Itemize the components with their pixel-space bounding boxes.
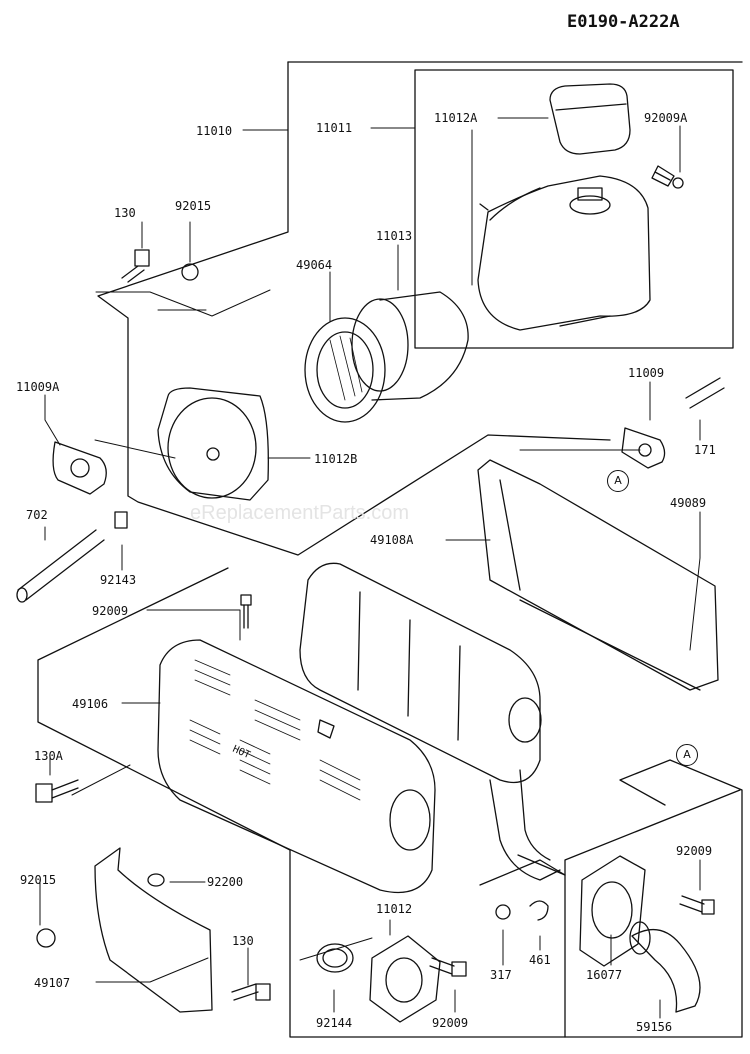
label-11009A: 11009A [16, 380, 60, 394]
part-air-cleaner-cap [549, 83, 631, 155]
leader-lines [39, 117, 701, 1019]
assembly-outline-11011 [414, 69, 734, 349]
label-16077: 16077 [586, 968, 623, 982]
label-130A: 130A [34, 749, 63, 763]
part-heat-shield-49089 [477, 459, 719, 691]
label-49106: 49106 [72, 697, 109, 711]
part-air-filter-element [351, 291, 469, 401]
label-11011: 11011 [316, 121, 353, 135]
label-92143: 92143 [100, 573, 137, 587]
part-nut-317 [495, 904, 511, 920]
label-92009-right: 92009 [676, 844, 713, 858]
label-11012: 11012 [376, 902, 413, 916]
part-pre-cleaner [304, 317, 386, 423]
label-11012A: 11012A [434, 111, 478, 125]
label-130-top: 130 [114, 206, 136, 220]
label-92009-bottom: 92009 [432, 1016, 469, 1030]
label-171: 171 [694, 443, 716, 457]
label-49107: 49107 [34, 976, 71, 990]
label-49089: 49089 [670, 496, 707, 510]
part-cover-49107 [94, 847, 213, 1013]
part-bolt-130-top [121, 249, 150, 283]
part-ring-461 [529, 900, 549, 921]
label-92009A: 92009A [644, 111, 688, 125]
label-49108A: 49108A [370, 533, 414, 547]
watermark: eReplacementParts.com [190, 502, 409, 524]
callout-a-upper: A [607, 470, 629, 492]
callout-a-lower: A [676, 744, 698, 766]
label-317: 317 [490, 968, 512, 982]
diagram-id: E0190-A222A [567, 12, 680, 32]
label-11013: 11013 [376, 229, 413, 243]
label-59156: 59156 [636, 1020, 673, 1034]
assembly-outline-11010 [97, 61, 743, 556]
label-11010: 11010 [196, 124, 233, 138]
label-702: 702 [26, 508, 48, 522]
label-461: 461 [529, 953, 551, 967]
part-bolt-130-bottom [231, 983, 271, 1001]
part-bolt-92009-top [240, 594, 252, 629]
part-spark-arrester [579, 855, 646, 967]
label-92009-mid: 92009 [92, 604, 129, 618]
part-elbow-pipe [629, 921, 701, 1013]
label-92200: 92200 [207, 875, 244, 889]
label-11012B: 11012B [314, 452, 358, 466]
label-49064: 49064 [296, 258, 333, 272]
part-bolt-130A [35, 779, 79, 803]
part-air-cleaner-housing [477, 175, 651, 331]
part-air-cleaner-base [157, 387, 269, 501]
label-11009: 11009 [628, 366, 665, 380]
part-screw-92009A [651, 165, 684, 189]
part-clamp-92144 [316, 943, 354, 973]
part-pin-92143 [114, 511, 128, 529]
label-130-bottom: 130 [232, 934, 254, 948]
label-92015-top: 92015 [175, 199, 212, 213]
label-92015-bottom: 92015 [20, 873, 57, 887]
assembly-outline-lower [37, 567, 743, 1038]
label-92144: 92144 [316, 1016, 353, 1030]
part-nut-92015-bottom [36, 928, 56, 948]
part-bolt-92009-bottom [429, 957, 467, 977]
part-muffler [299, 562, 561, 881]
part-bolt-92009-right [679, 895, 715, 915]
part-muffler-cover [157, 639, 436, 894]
part-flange-11012 [369, 935, 441, 1023]
part-breather-tube [16, 529, 105, 603]
part-gasket-11009A [52, 441, 107, 495]
part-gasket-11009 [621, 427, 666, 469]
part-washer-92200 [147, 873, 165, 887]
part-nut-92015-top [181, 263, 199, 281]
part-stud-171 [685, 377, 725, 409]
